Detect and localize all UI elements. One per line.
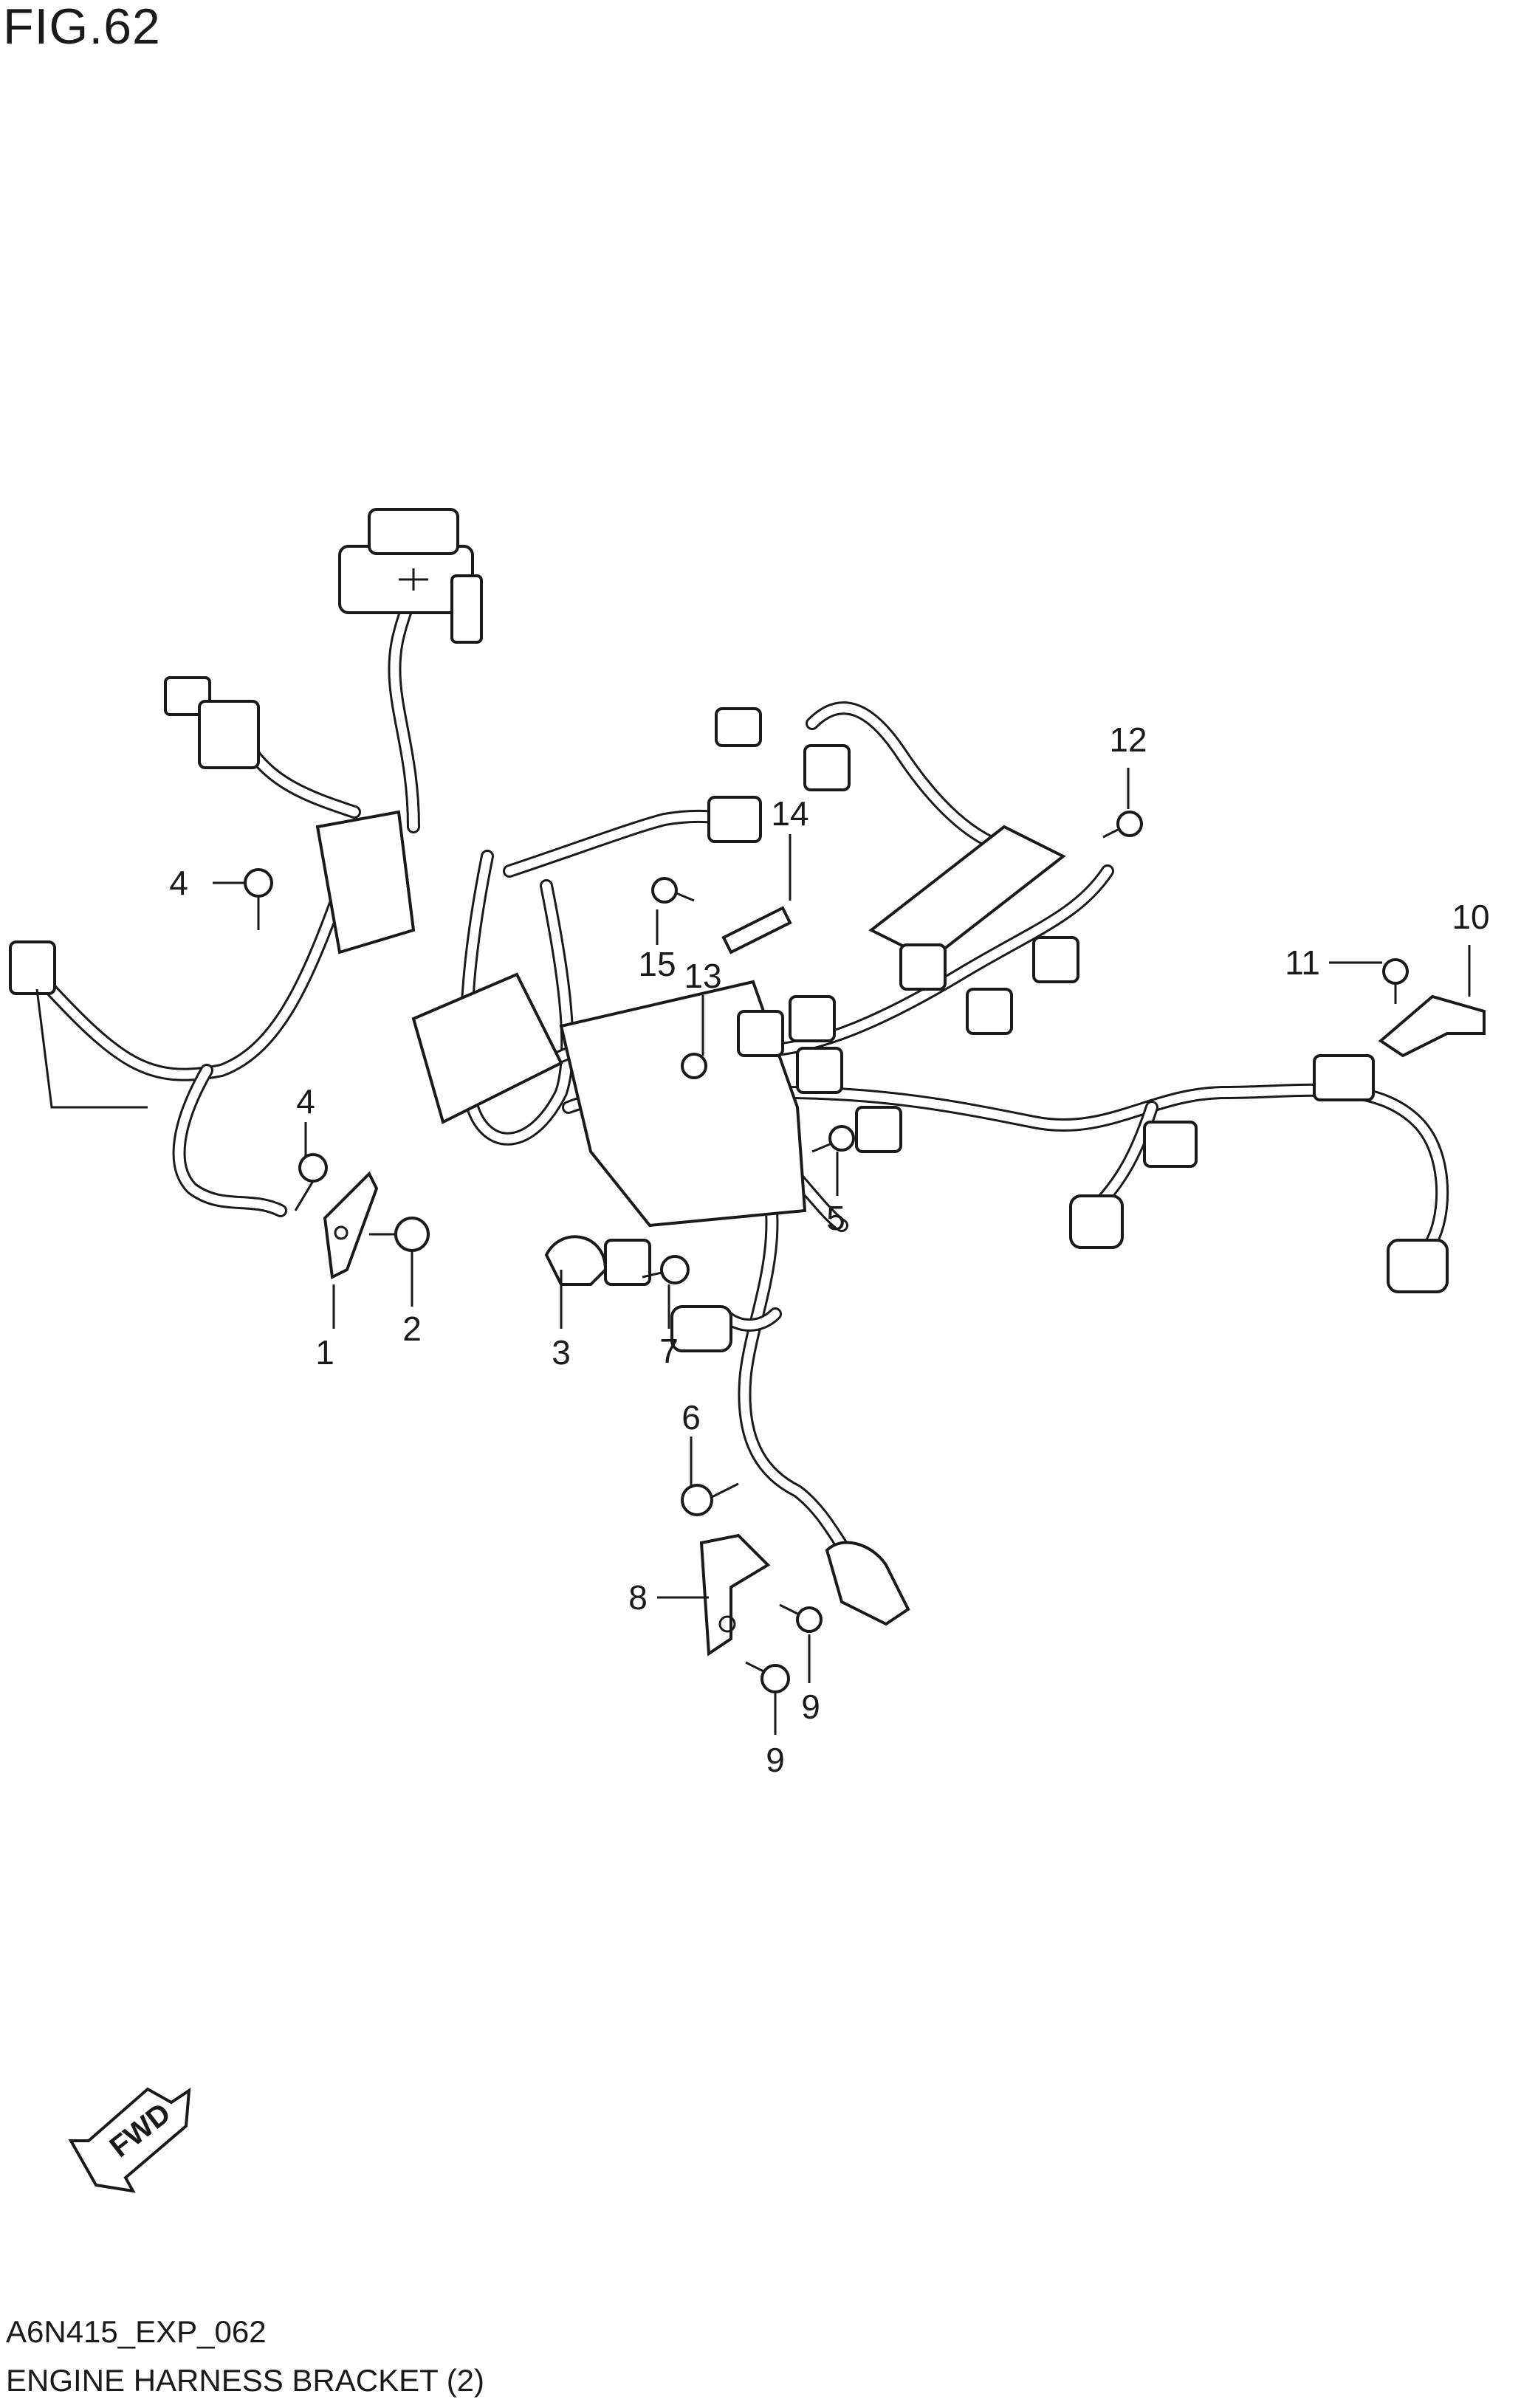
- bracket-1: [323, 1171, 379, 1280]
- callout-6: 6: [681, 1398, 701, 1437]
- figure-name: ENGINE HARNESS BRACKET (2): [6, 2363, 485, 2398]
- fwd-arrow-icon: FWD: [68, 2087, 191, 2193]
- callout-12: 12: [1109, 720, 1147, 759]
- callouts: 1 2 3 4 4 5 6 7 8 9 9 10 11 12 13 14 15: [169, 720, 1489, 1779]
- callout-14: 14: [771, 794, 808, 833]
- callout-9a: 9: [801, 1688, 820, 1726]
- callout-15: 15: [638, 945, 676, 983]
- bolt-2: [369, 1217, 430, 1252]
- callout-2: 2: [402, 1310, 422, 1348]
- figure-code: A6N415_EXP_062: [6, 2314, 267, 2349]
- callout-11: 11: [1285, 943, 1320, 982]
- bracket-14: [721, 906, 792, 954]
- callout-13: 13: [684, 957, 721, 995]
- callout-4b: 4: [296, 1082, 315, 1121]
- callout-4a: 4: [169, 864, 188, 902]
- callout-5: 5: [826, 1199, 845, 1237]
- callout-10: 10: [1452, 898, 1489, 936]
- figure-title: FIG.62: [3, 0, 161, 55]
- bolts: [244, 811, 1409, 1693]
- callout-9b: 9: [766, 1741, 785, 1779]
- harness-connectors: [9, 508, 1449, 1626]
- callout-7: 7: [659, 1332, 679, 1370]
- callout-8: 8: [628, 1578, 648, 1617]
- bracket-8: [699, 1533, 771, 1657]
- leader-lines: [213, 768, 1471, 1735]
- bracket-10: [1378, 994, 1486, 1058]
- callout-1: 1: [315, 1333, 334, 1372]
- callout-3: 3: [552, 1333, 571, 1372]
